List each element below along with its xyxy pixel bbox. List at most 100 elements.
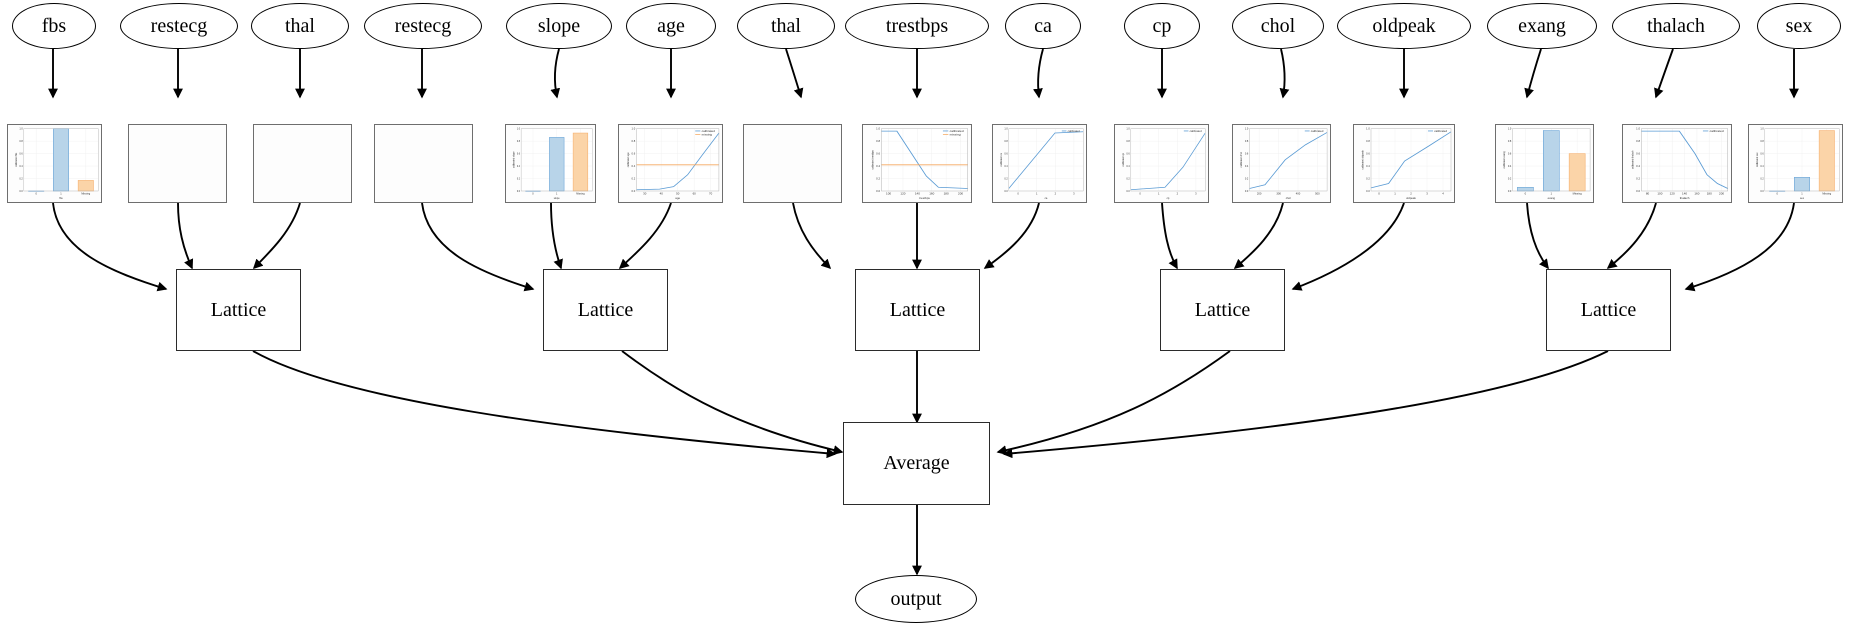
svg-text:0.2: 0.2 [517,178,521,180]
feature-node-cp[interactable]: cp [1124,3,1200,49]
svg-text:3: 3 [1195,191,1197,195]
feature-node-slope[interactable]: slope [506,3,612,49]
svg-text:0.6: 0.6 [1636,152,1640,156]
svg-text:0.0: 0.0 [1245,190,1249,193]
feature-node-restecg-a[interactable]: restecg [120,3,238,49]
feature-node-chol[interactable]: chol [1232,3,1324,49]
edge-slope-plot-to-lattice1 [550,202,563,270]
svg-text:140: 140 [915,192,921,196]
svg-text:0.8: 0.8 [517,141,521,143]
svg-text:0.0: 0.0 [1636,189,1640,193]
svg-text:120: 120 [1670,192,1676,196]
edge-thal-b-to-plot [785,48,804,99]
feature-label: fbs [41,15,67,37]
svg-text:180: 180 [1707,192,1713,196]
calibrator-plot-thal-b[interactable] [743,124,842,203]
edge-thalach-to-plot [1654,48,1674,99]
feature-node-thal-a[interactable]: thal [251,3,349,49]
lattice-node-1[interactable]: Lattice [543,269,668,351]
feature-node-fbs[interactable]: fbs [12,3,96,49]
svg-text:500: 500 [1315,191,1320,195]
svg-text:0.2: 0.2 [1004,177,1008,180]
edge-lattice0-to-average [252,350,837,459]
svg-text:missing: missing [702,133,713,137]
lattice-node-0[interactable]: Lattice [176,269,301,351]
svg-text:0.4: 0.4 [1760,165,1764,168]
svg-text:0: 0 [1525,191,1527,195]
feature-node-sex[interactable]: sex [1757,3,1841,49]
svg-text:0.4: 0.4 [1245,165,1249,168]
svg-text:calibrated: calibrated [1434,129,1447,133]
svg-text:0.2: 0.2 [19,177,23,180]
lattice-node-4[interactable]: Lattice [1546,269,1671,351]
edge-cp-plot-to-lattice3 [1161,202,1178,270]
svg-text:1: 1 [1394,191,1396,195]
svg-text:0.8: 0.8 [1636,139,1640,143]
svg-text:0.4: 0.4 [876,164,880,168]
svg-text:0.6: 0.6 [1004,153,1008,156]
feature-node-age[interactable]: age [626,3,716,49]
svg-text:80: 80 [1646,192,1650,196]
svg-text:calibrated: calibrated [950,129,964,133]
svg-text:calibrated sex: calibrated sex [1756,152,1759,167]
feature-node-restecg-b[interactable]: restecg [364,3,482,49]
svg-text:300: 300 [1276,191,1281,195]
svg-text:200: 200 [1257,191,1262,195]
feature-label: exang [1518,15,1566,37]
feature-node-oldpeak[interactable]: oldpeak [1337,3,1471,49]
feature-node-thal-b[interactable]: thal [737,3,835,49]
feature-label: oldpeak [1372,15,1436,37]
svg-text:calibrated trestbps: calibrated trestbps [870,149,874,169]
edge-exang-to-plot [1524,48,1542,99]
svg-text:1.0: 1.0 [19,128,23,131]
feature-node-thalach[interactable]: thalach [1612,3,1740,49]
lattice-node-3[interactable]: Lattice [1160,269,1285,351]
svg-text:0: 0 [532,192,534,195]
plot-svg-thal-a [254,125,351,202]
svg-text:0.6: 0.6 [876,152,880,156]
feature-node-ca[interactable]: ca [1005,3,1081,49]
svg-text:0.2: 0.2 [632,178,636,181]
svg-text:calibrated: calibrated [1311,129,1324,133]
lattice-node-2[interactable]: Lattice [855,269,980,351]
svg-text:2: 2 [1410,191,1412,195]
svg-text:0.0: 0.0 [1366,190,1370,193]
svg-text:4: 4 [1442,191,1444,195]
feature-node-trestbps[interactable]: trestbps [845,3,989,49]
calibrator-plot-restecg-b[interactable] [374,124,473,203]
output-node[interactable]: output [855,575,977,623]
svg-text:0.0: 0.0 [876,189,880,193]
svg-text:1: 1 [60,191,62,195]
edge-slope-to-plot [550,48,561,99]
feature-label: restecg [394,15,452,37]
calibrator-plot-thal-a[interactable] [253,124,352,203]
feature-node-exang[interactable]: exang [1487,3,1597,49]
svg-text:1: 1 [556,192,558,195]
svg-text:400: 400 [1296,191,1301,195]
svg-text:slope: slope [554,197,561,200]
edge-sex-plot-to-lattice4 [1684,202,1795,292]
svg-text:0: 0 [1017,191,1019,195]
svg-text:70: 70 [709,191,713,195]
svg-text:0.2: 0.2 [876,177,880,181]
average-node[interactable]: Average [843,422,990,505]
calibrator-plot-restecg-a[interactable] [128,124,227,203]
